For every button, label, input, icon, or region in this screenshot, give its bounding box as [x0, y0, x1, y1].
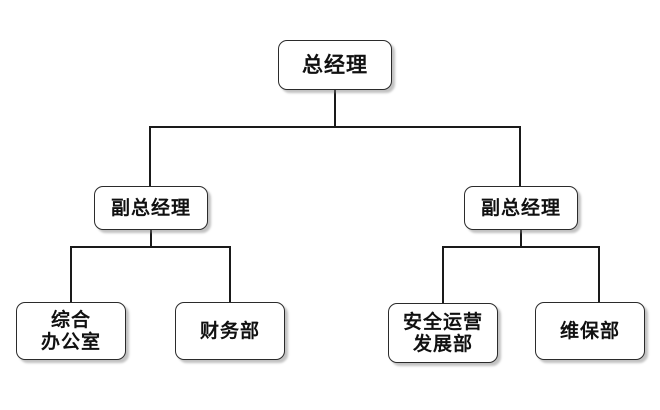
connector-vp-right-drop: [520, 230, 522, 248]
node-general-office: 综合 办公室: [16, 302, 126, 360]
connector-vp-left-drop: [150, 230, 152, 248]
connector-to-vp-left: [149, 126, 151, 186]
node-deputy-general-manager-right: 副总经理: [464, 186, 578, 230]
connector-vp-right-bus: [442, 246, 600, 248]
node-finance-department-label: 财务部: [199, 319, 260, 342]
node-general-office-label: 综合 办公室: [40, 308, 101, 353]
connector-to-safety: [442, 246, 444, 303]
connector-to-vp-right: [519, 126, 521, 186]
connector-to-finance: [229, 246, 231, 302]
node-general-manager-label: 总经理: [302, 52, 368, 77]
node-finance-department: 财务部: [175, 302, 285, 360]
node-maintenance-department-label: 维保部: [559, 319, 620, 342]
connector-to-maintenance: [598, 246, 600, 302]
node-deputy-general-manager-left-label: 副总经理: [110, 196, 191, 219]
node-safety-operation-development-department-label: 安全运营 发展部: [402, 310, 483, 355]
connector-level2-bus: [150, 126, 520, 128]
connector-vp-left-bus: [70, 246, 230, 248]
connector-ceo-drop: [334, 90, 336, 128]
node-deputy-general-manager-left: 副总经理: [94, 186, 208, 230]
node-deputy-general-manager-right-label: 副总经理: [480, 196, 561, 219]
node-general-manager: 总经理: [278, 40, 392, 90]
connector-to-office: [70, 246, 72, 302]
node-maintenance-department: 维保部: [535, 302, 645, 360]
node-safety-operation-development-department: 安全运营 发展部: [388, 303, 498, 363]
